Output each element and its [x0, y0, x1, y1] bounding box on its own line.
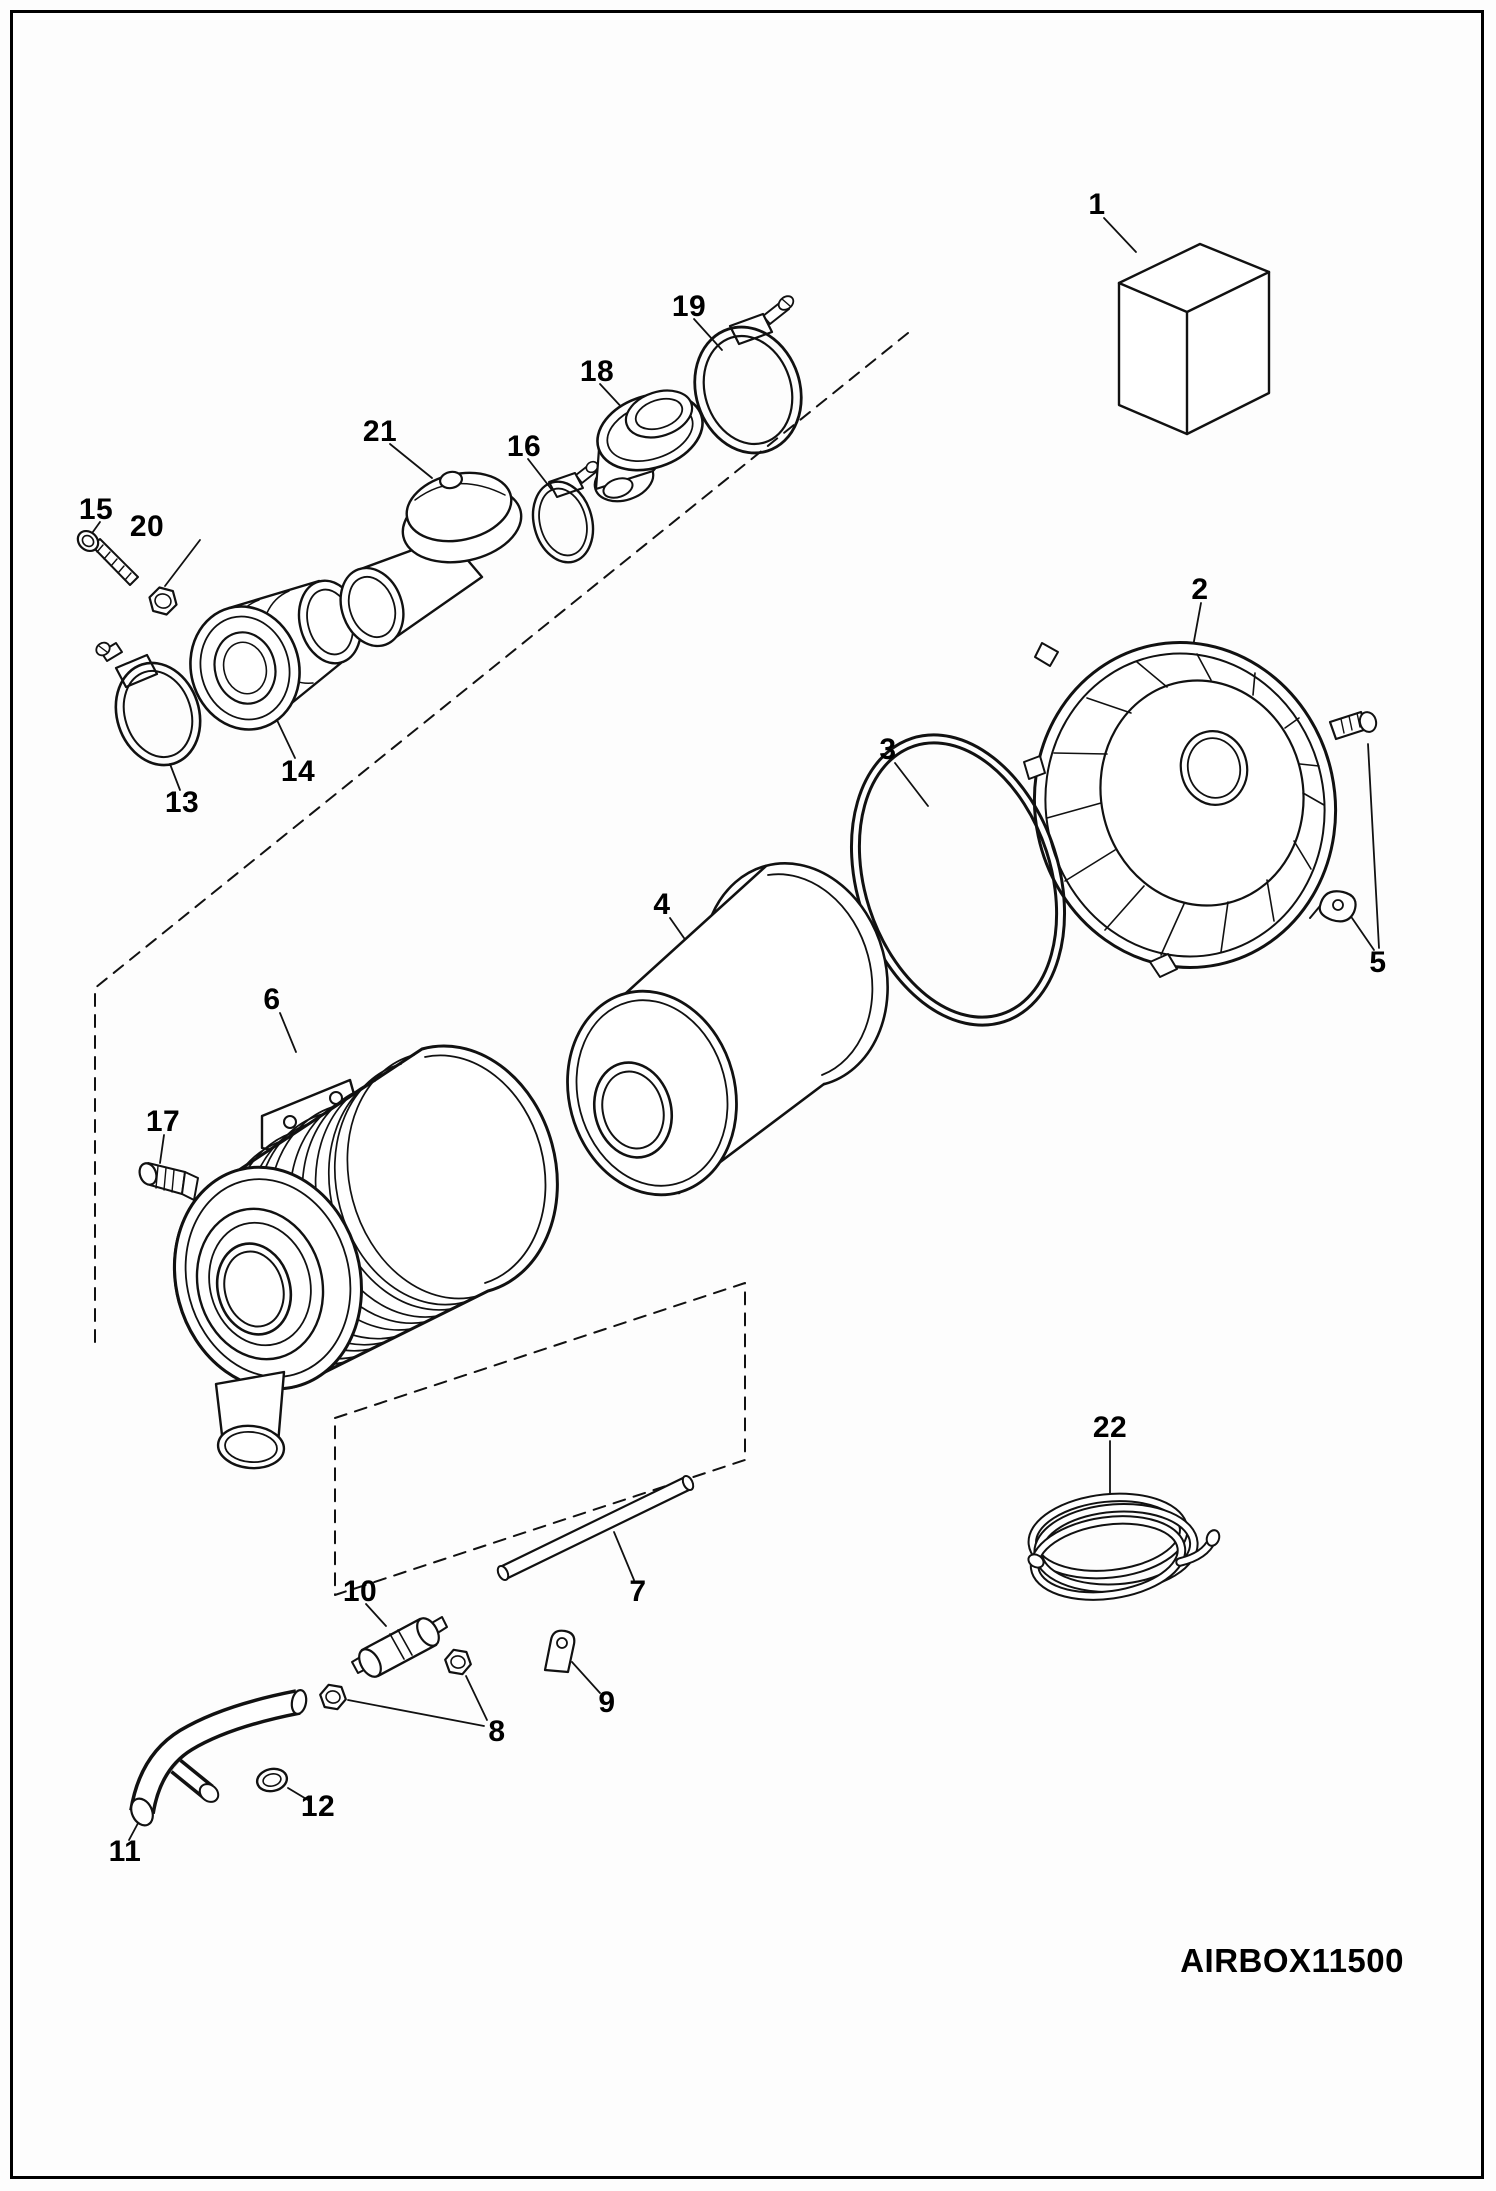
part-label-4: 4	[653, 888, 671, 921]
part-1-box	[1117, 242, 1271, 436]
diagram-code: AIRBOX11500	[1180, 1942, 1404, 1979]
part-label-18: 18	[579, 355, 615, 388]
part-label-21: 21	[362, 415, 398, 448]
part-label-13: 13	[164, 786, 200, 819]
part-label-8: 8	[488, 1715, 506, 1748]
part-22-hose	[1027, 1492, 1221, 1601]
part-11-hose	[129, 1689, 308, 1827]
part-label-15: 15	[78, 493, 114, 526]
part-10-filter	[351, 1616, 448, 1678]
part-label-20: 20	[129, 510, 165, 543]
part-label-9: 9	[598, 1686, 616, 1719]
part-14-elbow	[189, 579, 363, 731]
part-5-clips	[1309, 710, 1378, 923]
part-4-filter	[566, 862, 889, 1197]
part-label-3: 3	[879, 733, 897, 766]
part-15-screw	[76, 529, 139, 586]
part-label-2: 2	[1191, 573, 1209, 606]
part-17-fitting	[138, 1162, 199, 1201]
part-16-clamp	[531, 460, 599, 564]
part-label-22: 22	[1092, 1411, 1128, 1444]
part-9-clip	[543, 1629, 576, 1674]
part-label-5: 5	[1369, 946, 1387, 979]
part-label-10: 10	[342, 1575, 378, 1608]
part-label-14: 14	[280, 755, 316, 788]
part-label-16: 16	[506, 430, 542, 463]
part-7-tube	[496, 1474, 695, 1582]
dashed-boundary	[94, 332, 909, 1596]
part-label-7: 7	[629, 1575, 647, 1608]
part-8-nuts	[319, 1648, 472, 1711]
part-20-nut	[148, 586, 178, 616]
part-label-17: 17	[145, 1105, 181, 1138]
part-19-clamp	[693, 295, 803, 455]
part-label-1: 1	[1088, 188, 1106, 221]
part-12-plug	[255, 1767, 289, 1793]
part-21-valve	[339, 470, 523, 648]
part-6-body	[172, 1044, 559, 1470]
part-label-11: 11	[108, 1835, 142, 1868]
leader-lines	[89, 217, 1380, 1841]
part-18-adapter	[593, 389, 704, 503]
part-2-housing	[1023, 641, 1338, 978]
part-label-6: 6	[263, 983, 281, 1016]
part-label-19: 19	[671, 290, 707, 323]
part-label-12: 12	[300, 1790, 336, 1823]
part-13-clamp	[95, 641, 202, 767]
